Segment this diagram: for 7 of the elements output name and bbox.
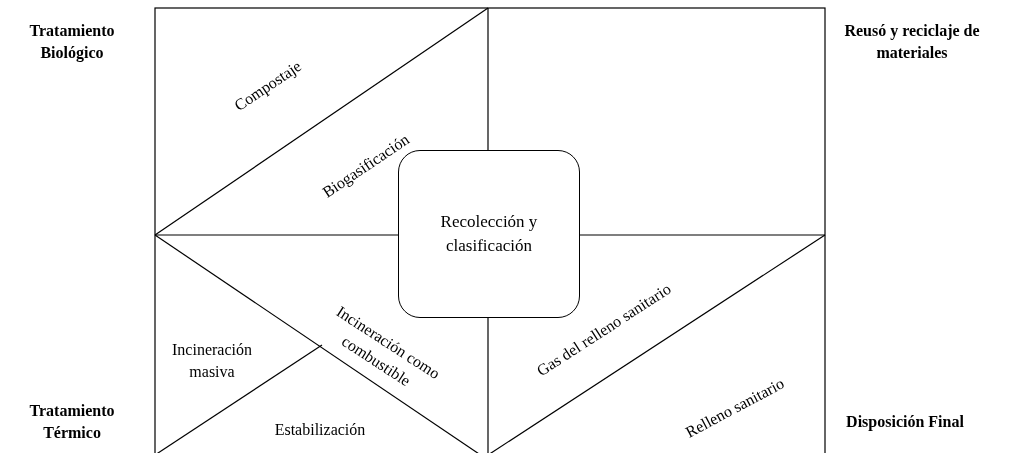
quadrant-heading: Tratamiento Biológico <box>28 21 116 64</box>
quadrant-heading: Tratamiento Térmico <box>28 401 116 443</box>
region-label: Incineración masiva <box>171 340 253 382</box>
box-text: Recolección y clasificación <box>439 211 539 257</box>
quadrant-heading: Reusó y reciclaje de materiales <box>843 21 981 63</box>
quadrant-heading: Disposición Final <box>845 412 965 433</box>
region-label: Estabilización <box>273 420 367 440</box>
